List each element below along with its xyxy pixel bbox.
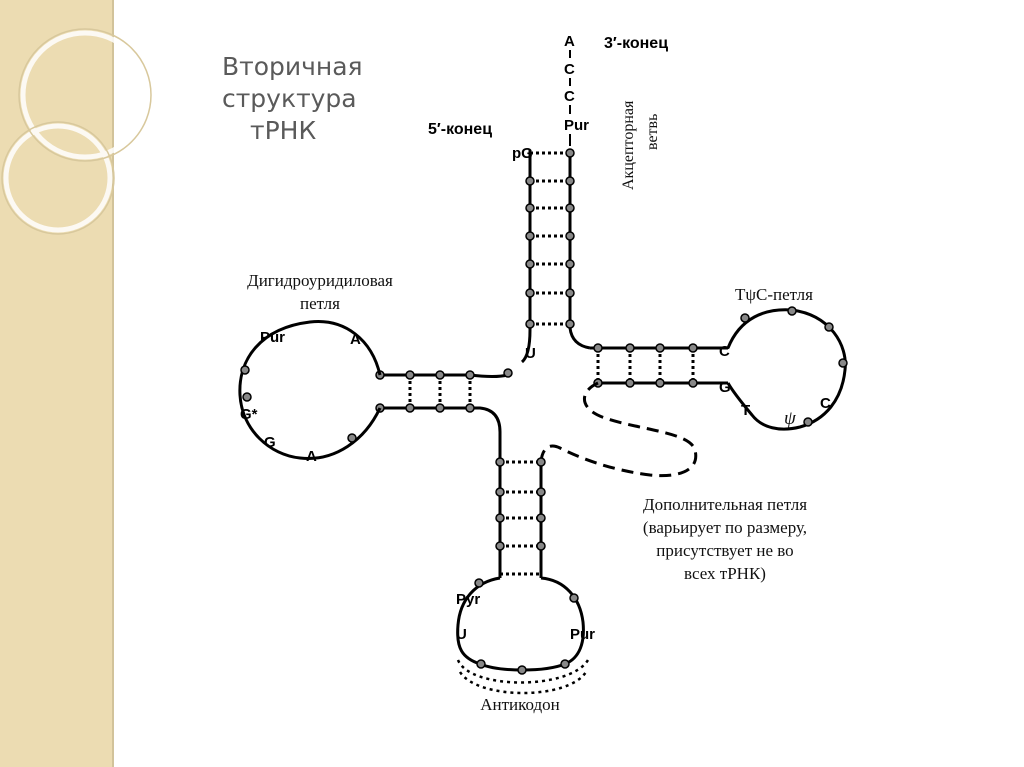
label-anticodon: Антикодон	[480, 695, 560, 714]
nt-t-c: C	[719, 343, 730, 360]
anticodon-stem	[500, 432, 541, 578]
anticodon-base-pairs	[500, 462, 541, 574]
t-stem-nucleotides	[594, 344, 697, 387]
nt-acceptor-pur: Pur	[564, 117, 589, 134]
anticodon-stem-nucleotides	[496, 458, 545, 550]
label-acceptor-arm-line1: Акцепторная	[620, 100, 637, 190]
nt-d-g: G	[264, 434, 276, 451]
label-acceptor-arm: Акцепторная ветвь	[620, 100, 661, 190]
nt-t-c2: C	[820, 395, 831, 412]
label-acceptor-arm-line2: ветвь	[644, 114, 661, 150]
label-t-loop: TψC-петля	[735, 285, 813, 304]
nt-u-connector: U	[525, 345, 536, 362]
label-extra-loop-line3: присутствует не во	[656, 541, 793, 560]
nt-d-a2: A	[306, 448, 317, 465]
label-d-loop-line2: петля	[300, 294, 340, 313]
nt-ac-pyr: Pyr	[456, 591, 480, 608]
nt-ac-pur: Pur	[570, 626, 595, 643]
variable-loop	[541, 383, 696, 476]
t-stem	[590, 348, 728, 383]
nt-pg: pG	[512, 145, 533, 162]
nt-d-pur: Pur	[260, 329, 285, 346]
d-stem	[380, 375, 508, 432]
label-d-loop-line1: Дигидроуридиловая	[247, 271, 393, 290]
label-extra-loop-line4: всех тРНК)	[684, 564, 766, 583]
nt-acceptor-c1: C	[564, 61, 575, 78]
nt-d-a: A	[350, 331, 361, 348]
d-loop-nucleotides	[241, 366, 356, 442]
d-base-pairs	[410, 375, 470, 408]
nt-acceptor-c2: C	[564, 88, 575, 105]
label-five-prime: 5′-конец	[428, 121, 492, 138]
label-extra-loop-line2: (варьирует по размеру,	[643, 518, 807, 537]
nt-ac-u: U	[456, 626, 467, 643]
label-three-prime: 3′-конец	[604, 35, 668, 52]
nt-t-psi: ψ	[784, 408, 797, 429]
label-extra-loop-line1: Дополнительная петля	[643, 495, 807, 514]
acceptor-nucleotides	[526, 149, 574, 328]
t-base-pairs	[598, 348, 693, 383]
nt-t-t: T	[741, 402, 750, 419]
acceptor-base-pairs	[530, 153, 570, 324]
anticodon-loop-nucleotides	[475, 579, 578, 674]
nt-d-gstar: G*	[240, 406, 258, 423]
nt-t-g: G	[719, 379, 731, 396]
nt-acceptor-a: A	[564, 33, 575, 50]
